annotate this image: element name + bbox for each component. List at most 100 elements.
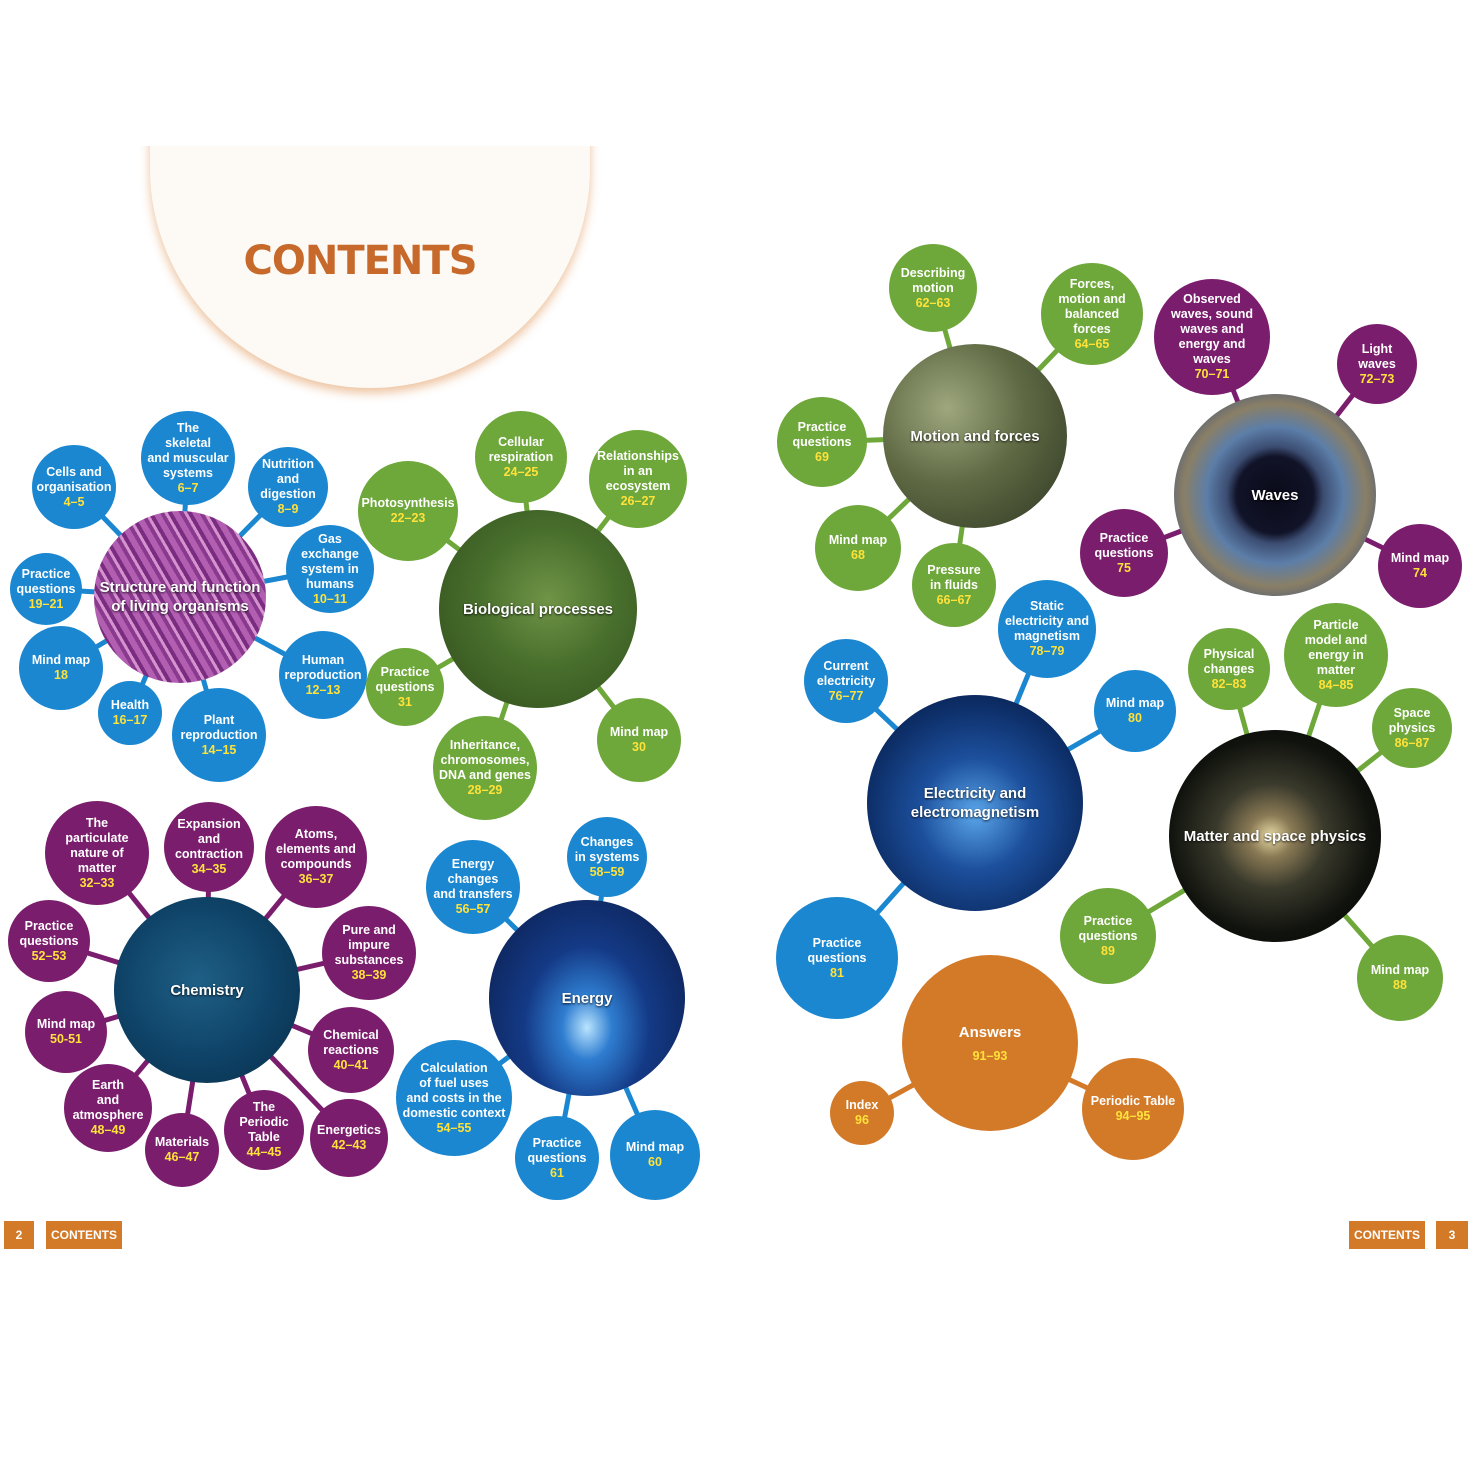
- topic-pages: 4–5: [63, 494, 85, 509]
- hub-chemistry-label: Chemistry: [170, 981, 244, 999]
- topic-pages: 16–17: [112, 713, 148, 727]
- topic-pages: 70–71: [1194, 367, 1230, 381]
- topic-observed-waves-sound-waves-and-energy-and-waves[interactable]: Observed waves, sound waves and energy a…: [1154, 279, 1270, 395]
- topic-pages: 58–59: [589, 864, 625, 879]
- topic-pages: 28–29: [467, 783, 503, 797]
- topic-label: Practice questions: [807, 935, 867, 965]
- hub-waves[interactable]: Waves: [1174, 394, 1376, 596]
- topic-label: Pure and impure substances: [334, 923, 404, 967]
- topic-label: Earth and atmosphere: [72, 1078, 144, 1122]
- topic-label: Cells and organisation: [36, 464, 112, 494]
- topic-label: Human reproduction: [284, 652, 362, 682]
- topic-label: Space physics: [1388, 705, 1436, 735]
- topic-label: Health: [110, 698, 150, 712]
- topic-label: Energetics: [317, 1123, 381, 1137]
- hub-biological[interactable]: Biological processes: [439, 510, 637, 708]
- topic-label: Mind map: [31, 653, 91, 667]
- topic-label: Practice questions: [792, 419, 852, 449]
- hub-chemistry[interactable]: Chemistry: [114, 897, 300, 1083]
- hub-motion[interactable]: Motion and forces: [883, 344, 1067, 528]
- topic-pages: 72–73: [1359, 371, 1395, 386]
- hub-electricity[interactable]: Electricity and electromagnetism: [867, 695, 1083, 911]
- topic-label: Chemical reactions: [323, 1027, 379, 1057]
- topic-label: Practice questions: [375, 664, 435, 694]
- hub-energy-label: Energy: [561, 989, 613, 1007]
- hub-energy[interactable]: Energy: [489, 900, 685, 1096]
- topic-label: Physical changes: [1203, 646, 1255, 676]
- topic-label: Particle model and energy in matter: [1304, 617, 1368, 677]
- topic-pages: 19–21: [28, 596, 64, 611]
- topic-pages: 32–33: [79, 875, 115, 890]
- page-number-left: 2: [4, 1221, 34, 1249]
- hub-matter[interactable]: Matter and space physics: [1169, 730, 1381, 942]
- topic-pages: 94–95: [1115, 1109, 1151, 1123]
- topic-pages: 40–41: [333, 1057, 369, 1072]
- topic-label: Mind map: [1390, 551, 1450, 565]
- page-title: CONTENTS: [243, 238, 477, 284]
- topic-label: Practice questions: [19, 918, 79, 948]
- topic-label: Forces, motion and balanced forces: [1058, 276, 1126, 336]
- topic-label: Practice questions: [1094, 530, 1154, 560]
- topic-pages: 46–47: [164, 1150, 200, 1164]
- hub-structure[interactable]: Structure and function of living organis…: [94, 511, 266, 683]
- topic-pages: 61: [550, 1165, 564, 1180]
- topic-pages: 34–35: [191, 862, 227, 876]
- topic-label: Atoms, elements and compounds: [276, 827, 356, 871]
- topic-label: Materials: [154, 1135, 210, 1149]
- topic-pages: 54–55: [436, 1120, 472, 1135]
- topic-calculation-of-fuel-uses-and-costs-in-the-domestic-context[interactable]: Calculation of fuel uses and costs in th…: [396, 1040, 512, 1156]
- topic-label: Gas exchange system in humans: [301, 531, 359, 591]
